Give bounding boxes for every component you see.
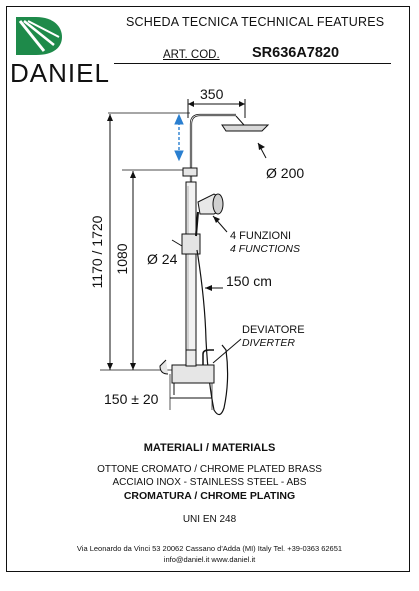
dim-mixer-height: 1080 <box>114 243 130 275</box>
dim-hose-length: 150 cm <box>226 273 272 289</box>
materials-title: MATERIALI / MATERIALS <box>143 442 276 454</box>
diverter-label-en: DIVERTER <box>242 337 295 349</box>
footer-address: Via Leonardo da Vinci 53 20062 Cassano d… <box>76 544 343 553</box>
diverter-label-it: DEVIATORE <box>242 324 305 336</box>
materials-line-3: CROMATURA / CHROME PLATING <box>123 490 296 502</box>
page-frame <box>6 6 410 572</box>
dim-wall-distance: 150 ± 20 <box>104 391 159 407</box>
dim-width: 350 <box>200 86 224 102</box>
brand-name: DANIEL <box>10 58 110 88</box>
header-divider <box>114 63 391 64</box>
materials-line-1: OTTONE CROMATO / CHROME PLATED BRASS <box>97 464 322 475</box>
footer-contacts: info@daniel.it www.daniel.it <box>163 555 256 564</box>
functions-label-it: 4 FUNZIONI <box>230 230 292 242</box>
daniel-logo-icon <box>16 17 62 55</box>
dim-head-diameter: Ø 200 <box>266 165 305 181</box>
materials-line-2: ACCIAIO INOX - STAINLESS STEEL - ABS <box>112 477 307 488</box>
article-code: SR636A7820 <box>252 45 340 61</box>
sheet-title: SCHEDA TECNICA TECHNICAL FEATURES <box>126 15 385 29</box>
dim-total-height: 1170 / 1720 <box>89 215 105 289</box>
article-code-label: ART. COD. <box>163 49 220 61</box>
materials-norm: UNI EN 248 <box>182 514 237 525</box>
functions-label-en: 4 FUNCTIONS <box>230 243 301 255</box>
shower-column-drawing <box>100 99 270 416</box>
dim-bar-diameter: Ø 24 <box>147 251 178 267</box>
